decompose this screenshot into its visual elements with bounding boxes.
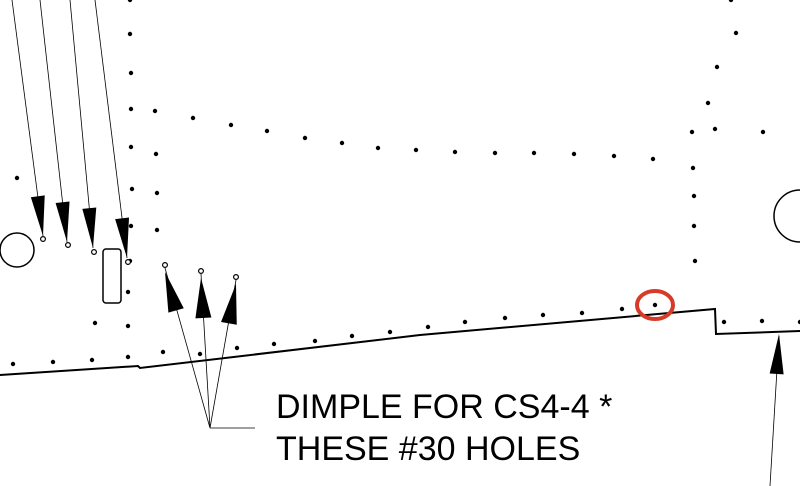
rivet-hole: [721, 319, 727, 325]
rivet-hole: [190, 115, 196, 121]
target-hole: [198, 268, 205, 275]
rivet-hole: [125, 289, 131, 295]
part-outline: [0, 307, 800, 376]
rivet-hole: [759, 318, 765, 324]
arrowhead-icon: [221, 284, 237, 325]
rivet-hole: [349, 333, 355, 339]
target-hole: [233, 274, 240, 281]
rivet-hole: [571, 151, 577, 157]
arrowhead-icon: [769, 334, 784, 375]
rivet-hole: [692, 258, 698, 264]
rivet-hole: [234, 345, 240, 351]
target-hole: [64, 242, 71, 249]
rivet-hole: [714, 64, 720, 70]
bottom-edge-line: [0, 307, 800, 376]
callout-line-1: DIMPLE FOR CS4-4 *: [276, 388, 613, 426]
rivet-hole: [10, 361, 16, 367]
rivet-hole: [128, 223, 134, 229]
rivet-hole: [705, 100, 711, 106]
rivet-hole: [129, 186, 135, 192]
rivet-hole: [128, 106, 134, 112]
rivet-hole: [462, 319, 468, 325]
leader-line: [39, 0, 68, 243]
rivet-hole: [127, 0, 133, 3]
rivet-hole: [540, 312, 546, 318]
rivet-hole: [125, 323, 131, 329]
rivet-hole: [153, 151, 159, 157]
rivet-hole: [264, 128, 270, 134]
target-hole: [90, 249, 97, 256]
leader-line: [69, 0, 94, 249]
rivet-hole: [154, 190, 160, 196]
rivet-hole: [128, 70, 134, 76]
rivet-hole: [375, 145, 381, 151]
arrowhead-icon: [165, 272, 184, 313]
rivet-hole: [14, 175, 20, 181]
rivet-hole: [413, 147, 419, 153]
rivet-hole: [619, 306, 625, 312]
rivet-hole: [125, 354, 131, 360]
rivet-hole: [531, 150, 537, 156]
rivet-hole: [425, 324, 431, 330]
rivet-hole: [228, 122, 234, 128]
rivet-hole: [152, 108, 158, 114]
arrowhead-icon: [195, 278, 212, 319]
leader-line: [94, 0, 128, 259]
rivet-hole: [492, 150, 498, 156]
rivet-hole: [89, 357, 95, 363]
rivet-hole: [611, 153, 617, 159]
arrowheads: [30, 195, 784, 375]
rivet-hole: [271, 341, 277, 347]
arrowhead-icon: [82, 207, 97, 248]
rivet-hole: [92, 320, 98, 326]
rivet-hole: [652, 302, 658, 308]
rivet-hole: [691, 223, 697, 229]
rivet-hole: [712, 126, 718, 132]
rivet-hole-pattern: [10, 0, 800, 367]
highlight-ring-icon: [635, 289, 675, 321]
arrowhead-icon: [55, 201, 70, 242]
rivet-hole: [50, 359, 56, 365]
rivet-hole: [312, 338, 318, 344]
arrowhead-icon: [115, 217, 130, 258]
rivet-hole: [128, 144, 134, 150]
callout-line-2: THESE #30 HOLES: [276, 430, 581, 468]
dimple-callout-note: DIMPLE FOR CS4-4 * THESE #30 HOLES: [276, 386, 612, 470]
rivet-hole: [339, 140, 345, 146]
rivet-hole: [689, 129, 695, 135]
rivet-hole: [690, 165, 696, 171]
rivet-hole: [387, 329, 393, 335]
target-hole: [39, 236, 46, 243]
target-hole: [124, 259, 131, 266]
rivet-hole: [797, 319, 800, 325]
rivet-hole: [691, 193, 697, 199]
rivet-hole: [760, 129, 766, 135]
rivet-hole: [502, 315, 508, 321]
large-tooling-hole-right: [773, 189, 800, 243]
rivet-hole: [650, 156, 656, 162]
rivet-hole: [728, 0, 734, 3]
rivet-hole: [160, 349, 166, 355]
rivet-hole: [733, 30, 739, 36]
rivet-hole: [579, 310, 585, 316]
arrowhead-icon: [30, 195, 45, 236]
rivet-hole: [197, 351, 203, 357]
slot-cutout: [102, 248, 122, 304]
target-hole: [162, 262, 169, 269]
large-tooling-hole-left: [0, 232, 35, 268]
rivet-hole: [127, 31, 133, 37]
rivet-hole: [154, 227, 160, 233]
rivet-hole: [302, 135, 308, 141]
rivet-hole: [452, 149, 458, 155]
